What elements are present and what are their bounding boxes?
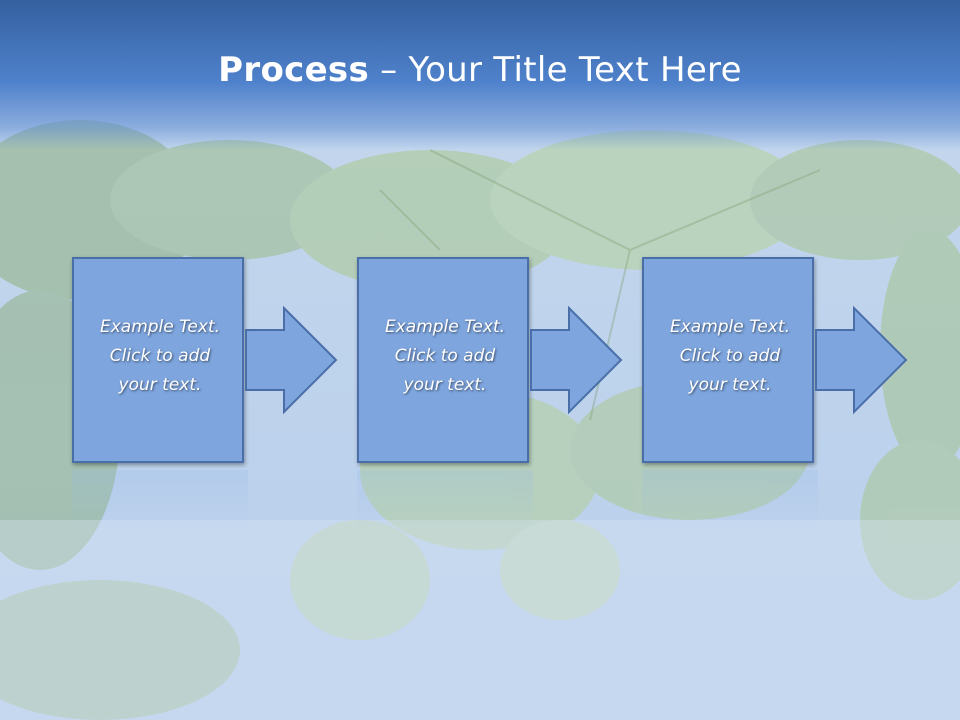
step-reflection xyxy=(357,470,533,530)
process-step-1[interactable]: Example Text. Click to add your text. xyxy=(72,257,248,467)
arrow-right-icon xyxy=(245,306,338,415)
step-reflection xyxy=(642,470,818,530)
title-bold: Process xyxy=(218,50,370,90)
step-reflection xyxy=(72,470,248,530)
step-text[interactable]: Example Text. Click to add your text. xyxy=(669,317,791,395)
step-text[interactable]: Example Text. Click to add your text. xyxy=(99,317,221,395)
arrow-right-icon xyxy=(530,306,623,415)
process-step-3[interactable]: Example Text. Click to add your text. xyxy=(642,257,818,467)
step-box[interactable]: Example Text. Click to add your text. xyxy=(357,257,529,463)
step-text[interactable]: Example Text. Click to add your text. xyxy=(384,317,506,395)
title-rest: – Your Title Text Here xyxy=(369,50,742,90)
arrow-right-icon xyxy=(815,306,908,415)
slide-title[interactable]: Process – Your Title Text Here xyxy=(0,50,960,90)
step-box[interactable]: Example Text. Click to add your text. xyxy=(642,257,814,463)
title-bar xyxy=(0,0,960,150)
process-step-2[interactable]: Example Text. Click to add your text. xyxy=(357,257,533,467)
step-box[interactable]: Example Text. Click to add your text. xyxy=(72,257,244,463)
